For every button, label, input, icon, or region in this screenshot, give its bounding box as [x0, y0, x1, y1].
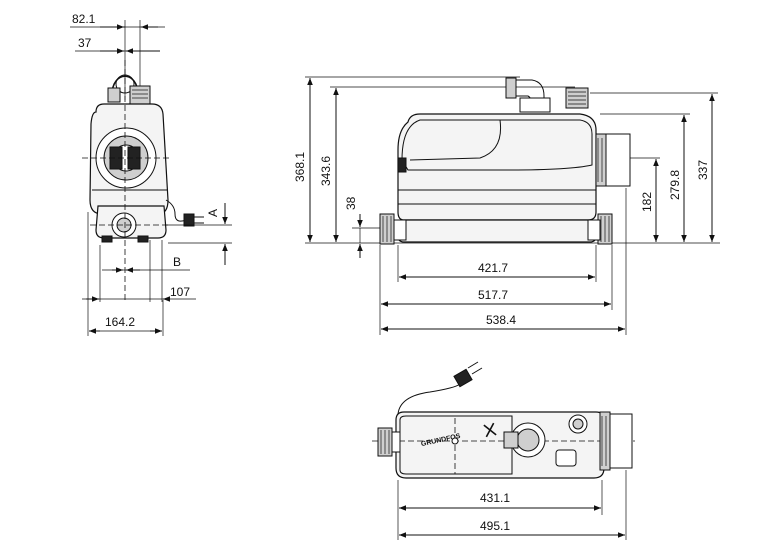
dimension-82-1: 82.1: [70, 12, 165, 100]
dimension-421-7: 421.7: [397, 245, 597, 282]
side-view: 82.1 37: [70, 12, 232, 336]
dim-107-label: 107: [170, 285, 190, 299]
dimension-431-1: 431.1: [397, 480, 603, 540]
dim-A-label: A: [206, 209, 220, 217]
dimension-164-2: 164.2: [87, 212, 164, 336]
dim-368-1-label: 368.1: [293, 152, 307, 182]
dim-38-label: 38: [344, 196, 358, 210]
dim-164-2-label: 164.2: [105, 315, 135, 329]
dim-182-label: 182: [640, 192, 654, 212]
dimension-538-4: 538.4: [381, 188, 627, 335]
pump-side-body: [89, 74, 204, 243]
dimension-337: 337: [696, 94, 715, 242]
dimension-107: 107: [82, 240, 196, 302]
dim-37-label: 37: [78, 36, 92, 50]
front-view: 368.1 343.6 38 182 279.8: [293, 76, 720, 335]
dim-495-1-label: 495.1: [480, 519, 510, 533]
dimension-279-8: 279.8: [668, 115, 687, 242]
dimension-182: 182: [640, 159, 659, 242]
dim-82-1-label: 82.1: [72, 12, 96, 26]
dim-343-6-label: 343.6: [319, 156, 333, 186]
dim-B-label: B: [173, 255, 181, 269]
dim-517-7-label: 517.7: [478, 288, 508, 302]
dimension-38: 38: [344, 196, 363, 258]
dim-337-label: 337: [696, 160, 710, 180]
dimension-368-1: 368.1: [293, 78, 313, 242]
power-cable: [397, 361, 483, 415]
dim-431-1-label: 431.1: [480, 491, 510, 505]
dim-538-4-label: 538.4: [486, 313, 516, 327]
pump-front-body: [379, 77, 631, 245]
dimension-B: B: [99, 240, 190, 302]
dimension-343-6: 343.6: [319, 88, 339, 242]
dimension-A: A: [165, 203, 232, 265]
dimension-37: 37: [75, 36, 160, 54]
dimension-517-7: 517.7: [379, 245, 613, 335]
top-view: GRUNDFOS 431.1: [372, 361, 635, 540]
dim-421-7-label: 421.7: [478, 261, 508, 275]
dimension-495-1: 495.1: [399, 470, 627, 540]
dim-279-8-label: 279.8: [668, 170, 682, 200]
